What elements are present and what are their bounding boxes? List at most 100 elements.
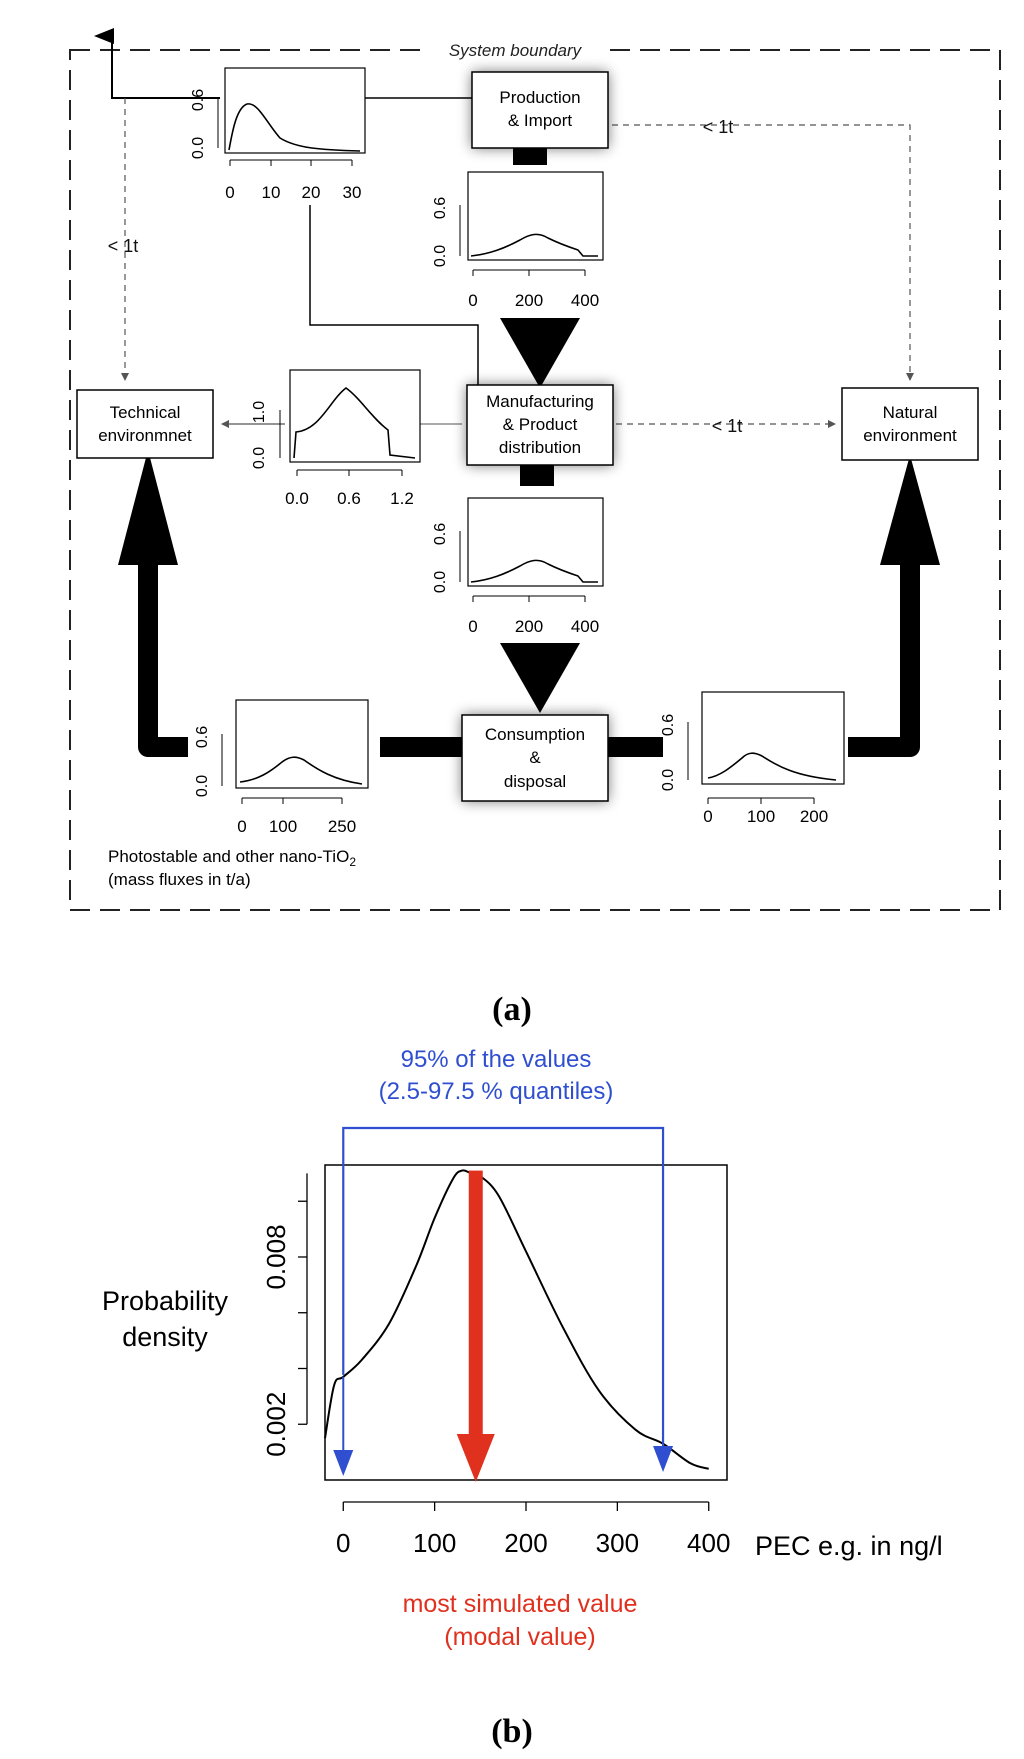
svg-text:1.2: 1.2 [390, 489, 414, 508]
x-tick-label: 0 [336, 1528, 350, 1558]
svg-text:& Import: & Import [508, 111, 573, 130]
quantile-note-line-1: 95% of the values [401, 1046, 592, 1073]
svg-text:100: 100 [747, 807, 775, 826]
svg-text:0: 0 [468, 617, 477, 636]
svg-text:0.6: 0.6 [190, 89, 207, 111]
flow-label-left: < 1t [108, 236, 139, 256]
arrow-prod-to-manu [500, 318, 580, 388]
y-tick-label: 0.002 [261, 1392, 291, 1457]
svg-text:0.0: 0.0 [660, 769, 677, 791]
caption-line-2: (mass fluxes in t/a) [108, 870, 251, 889]
svg-text:Manufacturing: Manufacturing [486, 392, 594, 411]
y-axis-label-line-1: Probability [102, 1286, 229, 1316]
svg-text:100: 100 [269, 817, 297, 836]
svg-text:environment: environment [863, 426, 957, 445]
mini-chart-manu-tech: 0.0 0.6 1.2 0.0 1.0 [251, 369, 421, 508]
mini-chart-curve [707, 752, 837, 781]
quantile-bracket [342, 1126, 665, 1444]
flow-prod-to-natural [590, 124, 914, 381]
system-boundary-label: System boundary [449, 41, 583, 60]
panel-b: 95% of the values (2.5-97.5 % quantiles)… [102, 1046, 943, 1750]
svg-text:200: 200 [515, 291, 543, 310]
svg-text:20: 20 [302, 183, 321, 202]
box-technical-environment: Technical environmnet [76, 389, 214, 459]
box-production: Production & Import [471, 71, 609, 149]
modal-note-line-2: (modal value) [444, 1623, 595, 1651]
svg-text:0.0: 0.0 [432, 245, 449, 267]
svg-text:250: 250 [328, 817, 356, 836]
svg-text:Natural: Natural [883, 403, 938, 422]
mini-chart-prod-manu: 0 200 400 0.0 0.6 [432, 171, 604, 310]
modal-arrow-shaft [468, 1170, 483, 1436]
svg-text:& Product: & Product [503, 415, 578, 434]
mini-chart-curve [470, 233, 598, 257]
arrow-up-technical [118, 450, 178, 565]
svg-text:0.0: 0.0 [285, 489, 309, 508]
svg-text:0.6: 0.6 [432, 523, 449, 545]
x-tick-label: 100 [413, 1528, 456, 1558]
box-consumption: Consumption & disposal [461, 714, 609, 802]
density-curve [324, 1169, 710, 1470]
flow-cons-to-technical [138, 540, 188, 757]
flow-label-manu-natural: < 1t [712, 416, 743, 436]
caption-line-1: Photostable and other nano-TiO2 [108, 847, 356, 869]
pec-density-chart: 0 100 200 300 400 0.002 0.008 [261, 1126, 730, 1558]
mini-chart-curve [470, 559, 598, 583]
export-flow-line [98, 35, 220, 99]
svg-text:disposal: disposal [504, 772, 566, 791]
svg-text:0.6: 0.6 [337, 489, 361, 508]
svg-text:0.0: 0.0 [251, 447, 268, 469]
mini-chart-curve [239, 756, 363, 785]
arrow-manu-to-cons [500, 643, 580, 713]
y-axis-label-line-2: density [122, 1322, 208, 1352]
panel-a: System boundary < 1t < 1t < 1t [69, 28, 1001, 1028]
modal-note-line-1: most simulated value [403, 1590, 638, 1618]
svg-text:Production: Production [499, 88, 580, 107]
panel-label-b: (b) [491, 1713, 533, 1750]
mini-chart-manu-cons: 0 200 400 0.0 0.6 [432, 497, 604, 636]
plot-frame [324, 1164, 728, 1481]
flow-label-prod-natural: < 1t [703, 117, 734, 137]
svg-text:0.6: 0.6 [660, 714, 677, 736]
svg-text:environmnet: environmnet [98, 426, 192, 445]
svg-text:Consumption: Consumption [485, 725, 585, 744]
svg-text:0: 0 [468, 291, 477, 310]
x-tick-label: 400 [687, 1528, 730, 1558]
svg-text:400: 400 [571, 617, 599, 636]
x-axis-label: PEC e.g. in ng/l [755, 1531, 943, 1561]
y-tick-label: 0.008 [261, 1224, 291, 1289]
svg-text:400: 400 [571, 291, 599, 310]
svg-text:0.0: 0.0 [432, 571, 449, 593]
mini-chart-curve [293, 387, 416, 459]
arrow-up-natural [880, 455, 940, 565]
svg-text:&: & [529, 748, 541, 767]
mini-chart-export: 0 10 20 30 0.0 0.6 [190, 67, 366, 202]
mini-chart-curve [228, 103, 361, 152]
mini-chart-cons-tech: 0 100 250 0.0 0.6 [194, 699, 369, 836]
svg-text:10: 10 [262, 183, 281, 202]
modal-arrowhead [456, 1434, 495, 1482]
svg-text:1.0: 1.0 [251, 401, 268, 423]
svg-text:0.0: 0.0 [194, 775, 211, 797]
export-arrowhead [94, 28, 114, 44]
svg-text:200: 200 [800, 807, 828, 826]
svg-text:0.6: 0.6 [432, 197, 449, 219]
svg-text:0.0: 0.0 [190, 137, 207, 159]
svg-text:0: 0 [225, 183, 234, 202]
quantile-upper-arrowhead [653, 1446, 674, 1472]
x-tick-label: 300 [596, 1528, 639, 1558]
quantile-note-line-2: (2.5-97.5 % quantiles) [379, 1078, 614, 1105]
svg-text:distribution: distribution [499, 438, 581, 457]
x-tick-label: 200 [504, 1528, 547, 1558]
svg-text:0.6: 0.6 [194, 726, 211, 748]
flow-cons-to-natural [848, 540, 920, 757]
quantile-lower-arrowhead [333, 1450, 354, 1476]
mini-chart-cons-natural: 0 100 200 0.0 0.6 [660, 691, 845, 826]
svg-text:0: 0 [703, 807, 712, 826]
svg-text:30: 30 [343, 183, 362, 202]
svg-text:200: 200 [515, 617, 543, 636]
box-manufacturing: Manufacturing & Product distribution [466, 384, 614, 466]
svg-text:Technical: Technical [110, 403, 181, 422]
box-natural-environment: Natural environment [841, 387, 979, 461]
